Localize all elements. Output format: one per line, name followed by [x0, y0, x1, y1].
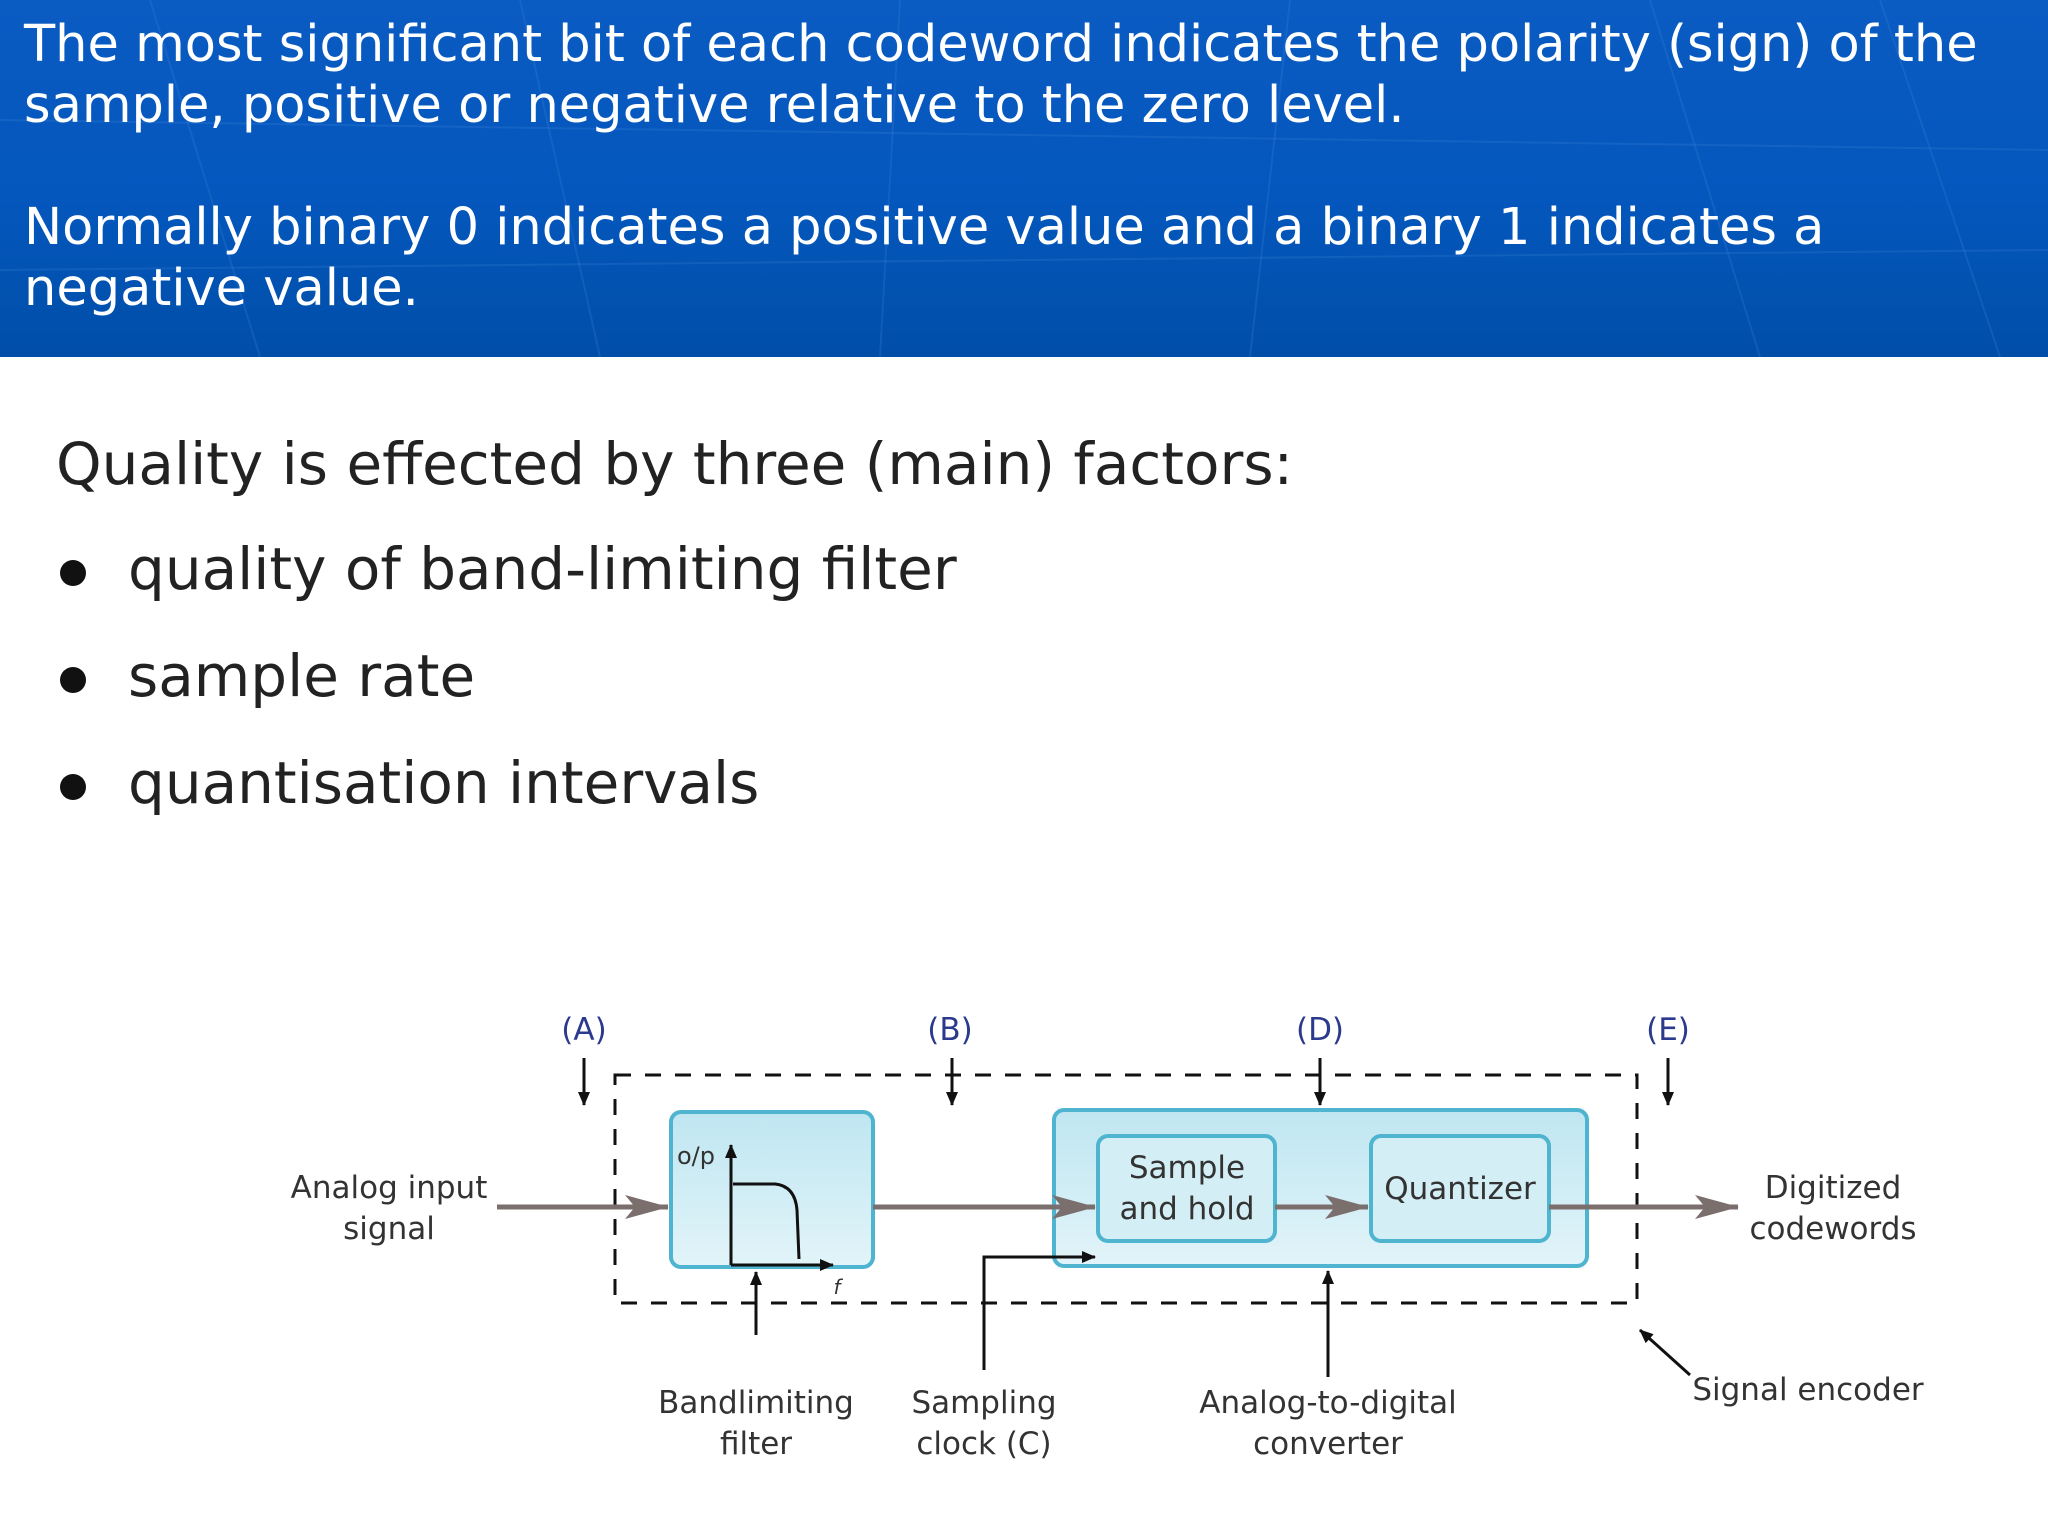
list-item: sample rate [60, 642, 957, 749]
filter-xlabel: f [833, 1275, 843, 1299]
banner-text: The most significant bit of each codewor… [24, 14, 2024, 319]
factor-list: quality of band-limiting filter sample r… [60, 535, 957, 856]
pcm-encoder-diagram: (A) (B) (D) (E) o/p f Sample and hold Qu… [291, 1012, 1924, 1462]
bandlimiting-filter-label-line1: Bandlimiting [658, 1385, 854, 1421]
filter-response-curve [733, 1182, 801, 1260]
filter-response-plot [725, 1144, 834, 1271]
output-label-line2: codewords [1749, 1211, 1916, 1247]
sampling-clock-label-line1: Sampling [911, 1385, 1056, 1421]
list-item: quality of band-limiting filter [60, 535, 957, 642]
quality-heading: Quality is effected by three (main) fact… [56, 430, 1294, 498]
banner-paragraph-2: Normally binary 0 indicates a positive v… [24, 198, 1825, 318]
sampling-clock-label-line2: clock (C) [916, 1426, 1051, 1462]
point-label-d: (D) [1296, 1012, 1344, 1048]
bullet-icon [60, 560, 86, 586]
factor-label: quality of band-limiting filter [128, 535, 957, 603]
banner-pattern [0, 0, 2048, 357]
output-label-line1: Digitized [1765, 1170, 1902, 1206]
input-label-line2: signal [343, 1211, 435, 1247]
signal-encoder-label: Signal encoder [1692, 1372, 1924, 1408]
quantizer-block [1369, 1134, 1551, 1243]
point-label-b: (B) [927, 1012, 972, 1048]
factor-label: sample rate [128, 642, 476, 710]
point-label-e: (E) [1646, 1012, 1690, 1048]
adc-label-line2: converter [1253, 1426, 1403, 1462]
sampling-clock-line [982, 1251, 1096, 1370]
sample-and-hold-block [1096, 1134, 1277, 1243]
sample-hold-label-line1: Sample [1129, 1150, 1245, 1186]
sample-hold-label-line2: and hold [1119, 1191, 1254, 1227]
quantizer-label: Quantizer [1384, 1171, 1536, 1207]
signal-encoder-boundary [613, 1073, 1639, 1305]
bandlimiting-filter-label-line2: filter [720, 1426, 792, 1462]
list-item: quantisation intervals [60, 749, 957, 856]
factor-label: quantisation intervals [128, 749, 760, 817]
filter-ylabel: o/p [677, 1142, 715, 1170]
banner: The most significant bit of each codewor… [0, 0, 2048, 357]
encoder-pointer-arrow [1638, 1328, 1692, 1377]
input-label-line1: Analog input [291, 1170, 488, 1206]
banner-paragraph-1: The most significant bit of each codewor… [24, 15, 1978, 135]
bullet-icon [60, 774, 86, 800]
point-label-a: (A) [561, 1012, 606, 1048]
bandlimiting-filter-block [669, 1110, 875, 1269]
adc-label-line1: Analog-to-digital [1199, 1385, 1457, 1421]
bullet-icon [60, 667, 86, 693]
